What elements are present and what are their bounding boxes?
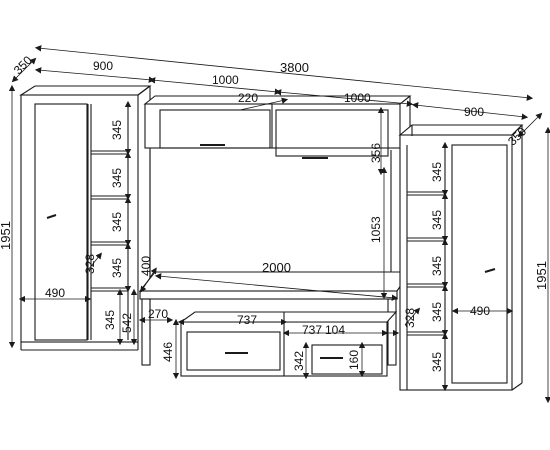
- dim-left-shelf-depth: 328: [83, 254, 97, 274]
- dim-stand-inner-depth: 270: [148, 307, 168, 321]
- dim-left-shelf-5: 345: [103, 310, 117, 330]
- dim-left-shelf-2: 345: [110, 168, 124, 188]
- dim-left-door-width: 490: [45, 286, 65, 300]
- dim-right-shelf-depth: 328: [403, 308, 417, 328]
- dim-drawer-width-right: 737: [302, 323, 322, 337]
- dim-top-cabinet-depth: 220: [238, 91, 258, 105]
- dim-right-shelf-3: 345: [430, 256, 444, 276]
- dim-stand-side-gap: 104: [325, 323, 345, 337]
- left-tall-cabinet: [19, 85, 152, 351]
- dim-top-cabinet-height: 356: [369, 143, 383, 163]
- dimension-lines: [8, 45, 550, 404]
- dim-left-bottom-section: 542: [120, 313, 134, 333]
- dim-tv-stand-depth: 400: [139, 256, 153, 276]
- dim-total-width: 3800: [280, 60, 309, 75]
- dim-drawer-front-height: 160: [347, 350, 361, 370]
- dim-height-left: 1951: [0, 221, 13, 250]
- dimension-labels: 3800 350 900 1000 220 1000 900 350 1951 …: [0, 53, 549, 372]
- dim-height-right: 1951: [534, 261, 549, 290]
- dim-depth-left: 350: [11, 53, 35, 77]
- dim-top-right-width: 1000: [344, 91, 371, 105]
- dim-left-shelf-1: 345: [110, 120, 124, 140]
- dim-right-shelf-1: 345: [430, 162, 444, 182]
- tv-stand: [138, 271, 412, 377]
- dim-top-left-width: 1000: [212, 73, 239, 87]
- dim-right-shelf-5: 345: [430, 352, 444, 372]
- wall-unit-outline: [19, 85, 524, 391]
- dim-drawer-width-left: 737: [237, 313, 257, 327]
- dim-left-cabinet-width: 900: [93, 59, 113, 73]
- dim-left-shelf-4: 345: [110, 258, 124, 278]
- dim-right-shelf-4: 345: [430, 302, 444, 322]
- dim-right-cabinet-width: 900: [464, 105, 484, 119]
- dim-tv-stand-width: 2000: [262, 260, 291, 275]
- dim-right-door-width: 490: [470, 304, 490, 318]
- dim-stand-leg-height: 446: [161, 342, 175, 362]
- right-tall-cabinet: [398, 124, 524, 391]
- dim-tv-opening-height: 1053: [369, 216, 383, 243]
- dim-left-shelf-3: 345: [110, 212, 124, 232]
- dim-drawer-height: 342: [292, 351, 306, 371]
- dim-right-shelf-2: 345: [430, 210, 444, 230]
